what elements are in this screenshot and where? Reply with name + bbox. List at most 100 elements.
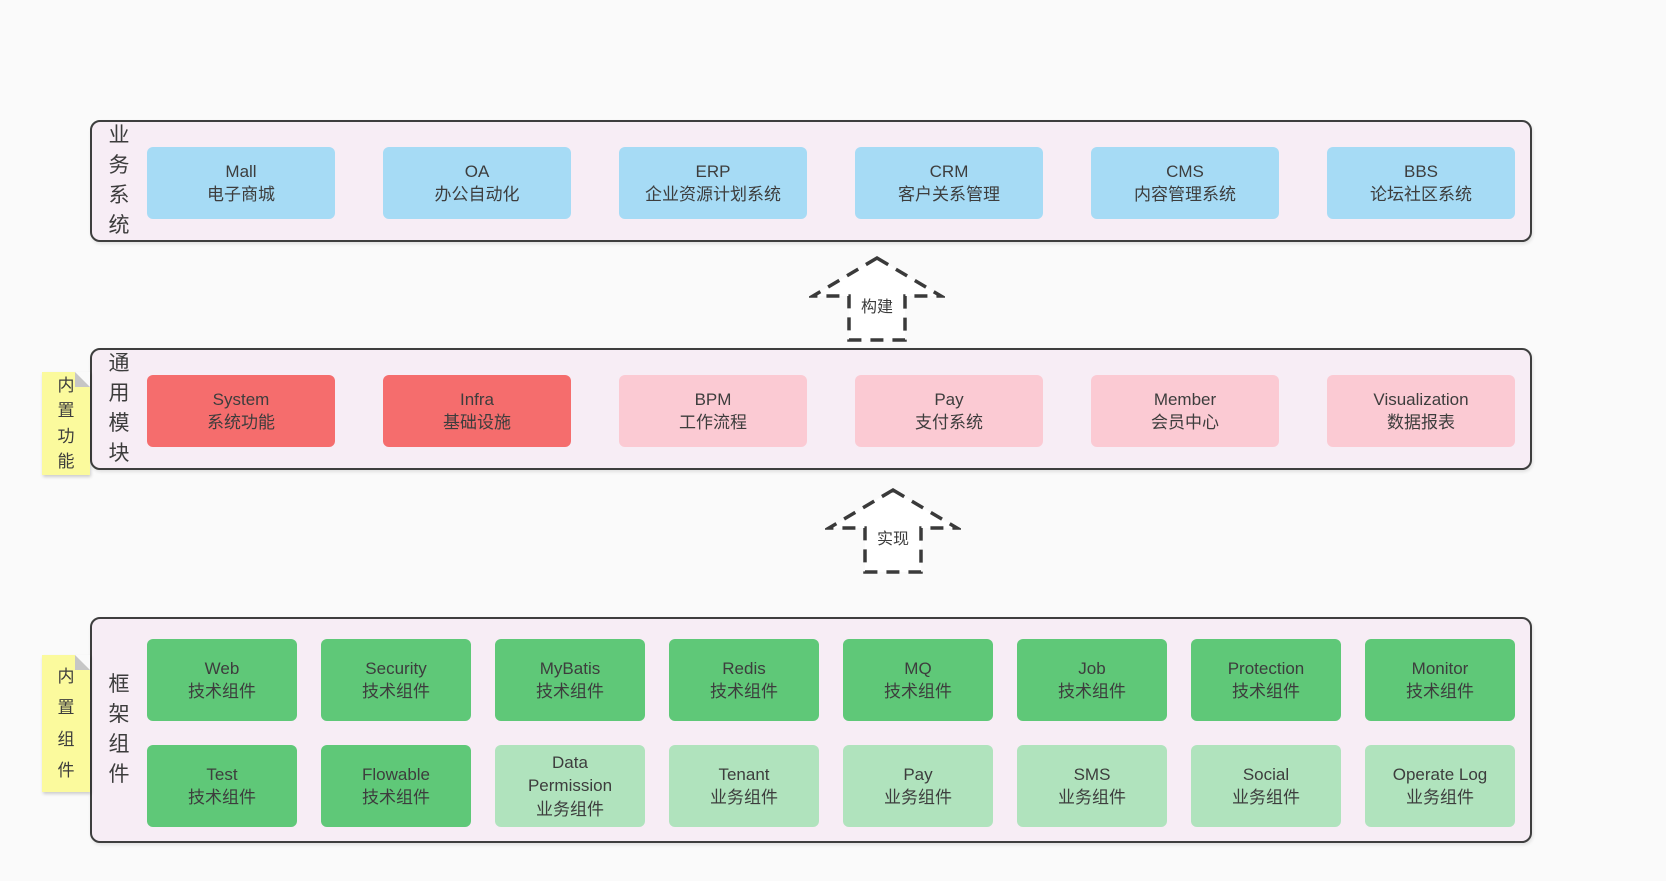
layer-label-text: 通用模块	[108, 352, 130, 465]
box-operate-log: Operate Log 业务组件	[1365, 745, 1515, 827]
box-title: Redis	[722, 658, 766, 678]
box-title: Monitor	[1411, 658, 1469, 678]
box-redis: Redis 技术组件	[669, 639, 819, 721]
common-modules-box-row: System 系统功能 Infra 基础设施 BPM 工作流程 Pay 支付系统…	[147, 375, 1515, 447]
box-subtitle: 会员中心	[1151, 413, 1219, 432]
box-title: BPM	[694, 389, 732, 409]
box-test: Test 技术组件	[147, 745, 297, 827]
business-systems-layer: 业务系统 Mall 电子商城 OA 办公自动化 ERP 企业资源计划系统 CRM…	[90, 120, 1532, 242]
box-subtitle: 技术组件	[1232, 682, 1300, 701]
common-modules-layer: 内置功能 通用模块 System 系统功能 Infra 基础设施 BPM 工作流…	[42, 348, 1532, 475]
box-mybatis: MyBatis 技术组件	[495, 639, 645, 721]
box-title: OA	[464, 161, 490, 181]
box-title: Flowable	[361, 764, 431, 784]
box-subtitle: 技术组件	[1406, 682, 1474, 701]
box-subtitle: 数据报表	[1387, 413, 1455, 432]
box-title: SMS	[1073, 764, 1111, 784]
framework-components-row-2: Test 技术组件 Flowable 技术组件 Data Permission …	[147, 745, 1515, 827]
box-tenant: Tenant 业务组件	[669, 745, 819, 827]
box-subtitle: 论坛社区系统	[1370, 185, 1472, 204]
box-subtitle: 支付系统	[915, 413, 983, 432]
box-title: BBS	[1403, 161, 1439, 181]
box-title: CRM	[929, 161, 969, 181]
box-subtitle: 业务组件	[1406, 788, 1474, 807]
box-subtitle: 技术组件	[362, 788, 430, 807]
box-member: Member 会员中心	[1091, 375, 1279, 447]
box-subtitle: 内容管理系统	[1134, 185, 1236, 204]
box-job: Job 技术组件	[1017, 639, 1167, 721]
box-web: Web 技术组件	[147, 639, 297, 721]
box-title: MQ	[904, 658, 932, 678]
box-bpm: BPM 工作流程	[619, 375, 807, 447]
box-title: System	[212, 389, 270, 409]
box-title: Social	[1242, 764, 1290, 784]
layer-label-text: 框架组件	[108, 673, 130, 786]
box-social: Social 业务组件	[1191, 745, 1341, 827]
box-subtitle: 基础设施	[443, 413, 511, 432]
box-data-permission: Data Permission 业务组件	[495, 745, 645, 827]
box-subtitle: 工作流程	[679, 413, 747, 432]
box-monitor: Monitor 技术组件	[1365, 639, 1515, 721]
builtin-features-sticky-note: 内置功能	[42, 372, 90, 475]
box-subtitle: 客户关系管理	[898, 185, 1000, 204]
implement-arrow: 实现	[825, 487, 961, 575]
box-infra: Infra 基础设施	[383, 375, 571, 447]
box-subtitle: 技术组件	[362, 682, 430, 701]
framework-components-layer: 内置组件 框架组件 Web 技术组件 Security 技术组件 MyBatis…	[42, 617, 1532, 843]
box-title: Test	[206, 764, 238, 784]
box-visualization: Visualization 数据报表	[1327, 375, 1515, 447]
box-subtitle: 技术组件	[1058, 682, 1126, 701]
box-crm: CRM 客户关系管理	[855, 147, 1043, 219]
box-security: Security 技术组件	[321, 639, 471, 721]
box-title: Tenant	[718, 764, 770, 784]
business-systems-box-row: Mall 电子商城 OA 办公自动化 ERP 企业资源计划系统 CRM 客户关系…	[147, 147, 1515, 219]
box-pay-business: Pay 业务组件	[843, 745, 993, 827]
box-title: MyBatis	[539, 658, 601, 678]
folded-corner	[75, 372, 90, 387]
box-subtitle: 业务组件	[1232, 788, 1300, 807]
box-mall: Mall 电子商城	[147, 147, 335, 219]
box-pay: Pay 支付系统	[855, 375, 1043, 447]
box-subtitle: 技术组件	[188, 788, 256, 807]
box-title: ERP	[695, 161, 731, 181]
box-subtitle: 技术组件	[884, 682, 952, 701]
box-title: Pay	[934, 389, 964, 409]
folded-corner	[75, 655, 90, 670]
box-title: CMS	[1166, 161, 1204, 181]
implement-arrow-label: 实现	[873, 525, 913, 549]
box-subtitle: 系统功能	[207, 413, 275, 432]
sticky-note-text: 内置功能	[57, 376, 75, 471]
box-title: Web	[204, 658, 240, 678]
box-flowable: Flowable 技术组件	[321, 745, 471, 827]
box-title: Job	[1078, 658, 1106, 678]
box-title: Security	[365, 658, 427, 678]
business-systems-label: 业务系统	[103, 122, 135, 240]
framework-components-row-1: Web 技术组件 Security 技术组件 MyBatis 技术组件 Redi…	[147, 639, 1515, 721]
builtin-components-sticky-note: 内置组件	[42, 655, 90, 792]
layer-label-text: 业务系统	[108, 124, 130, 237]
box-bbs: BBS 论坛社区系统	[1327, 147, 1515, 219]
box-title: Infra	[459, 389, 495, 409]
box-oa: OA 办公自动化	[383, 147, 571, 219]
box-title: Pay	[903, 764, 933, 784]
box-system: System 系统功能	[147, 375, 335, 447]
box-subtitle: 办公自动化	[434, 185, 520, 204]
box-subtitle: 技术组件	[536, 682, 604, 701]
box-subtitle: 电子商城	[207, 185, 275, 204]
box-subtitle: 业务组件	[710, 788, 778, 807]
box-subtitle: 业务组件	[884, 788, 952, 807]
common-modules-label: 通用模块	[103, 350, 135, 468]
box-title: Mall	[225, 161, 257, 181]
box-subtitle: 技术组件	[188, 682, 256, 701]
box-subtitle: 业务组件	[1058, 788, 1126, 807]
box-subtitle: 技术组件	[710, 682, 778, 701]
sticky-note-text: 内置组件	[57, 666, 75, 780]
box-erp: ERP 企业资源计划系统	[619, 147, 807, 219]
box-subtitle: 企业资源计划系统	[645, 185, 781, 204]
framework-components-label: 框架组件	[103, 619, 135, 841]
box-sms: SMS 业务组件	[1017, 745, 1167, 827]
box-title: Member	[1153, 389, 1217, 409]
box-protection: Protection 技术组件	[1191, 639, 1341, 721]
box-title: Visualization	[1373, 389, 1469, 409]
